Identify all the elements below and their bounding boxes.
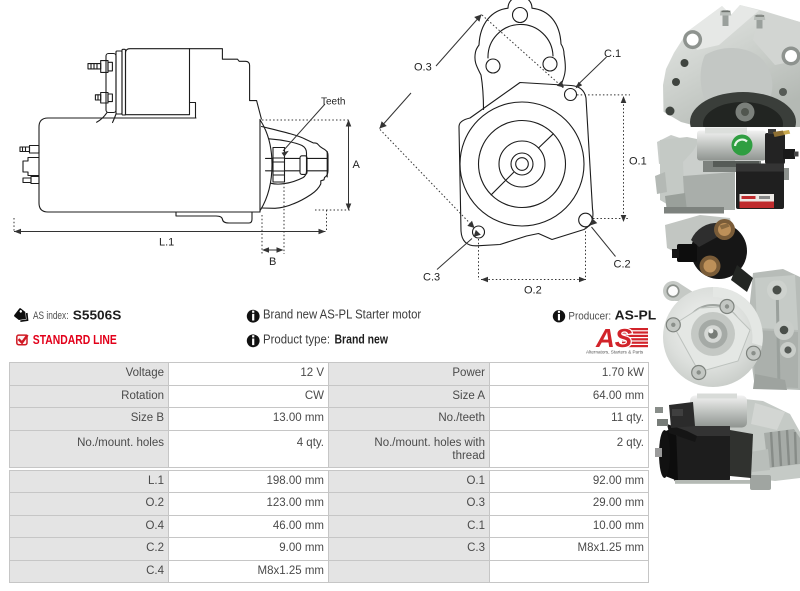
svg-text:C.2: C.2 [614,259,631,271]
svg-text:Alternators, Starters & Parts: Alternators, Starters & Parts [586,350,644,355]
svg-text:B: B [269,256,276,268]
svg-text:AS index:: AS index: [33,310,69,322]
svg-text:Product type:: Product type: [263,331,330,346]
svg-text:Teeth: Teeth [321,97,345,108]
svg-text:O.1: O.1 [629,156,647,168]
svg-text:STANDARD LINE: STANDARD LINE [33,333,117,347]
svg-text:AS-PL: AS-PL [615,307,657,322]
svg-text:Brand new AS-PL Starter motor: Brand new AS-PL Starter motor [263,307,422,322]
svg-text:S5506S: S5506S [73,307,122,322]
svg-text:O.2: O.2 [524,285,542,297]
svg-text:C.1: C.1 [604,48,621,60]
svg-text:A: A [353,159,361,171]
svg-text:C.3: C.3 [423,272,440,284]
svg-text:O.3: O.3 [414,62,432,74]
svg-text:Brand new: Brand new [335,331,389,346]
svg-text:AS: AS [595,324,633,353]
svg-text:L.1: L.1 [159,237,174,249]
svg-text:Producer:: Producer: [568,310,611,322]
